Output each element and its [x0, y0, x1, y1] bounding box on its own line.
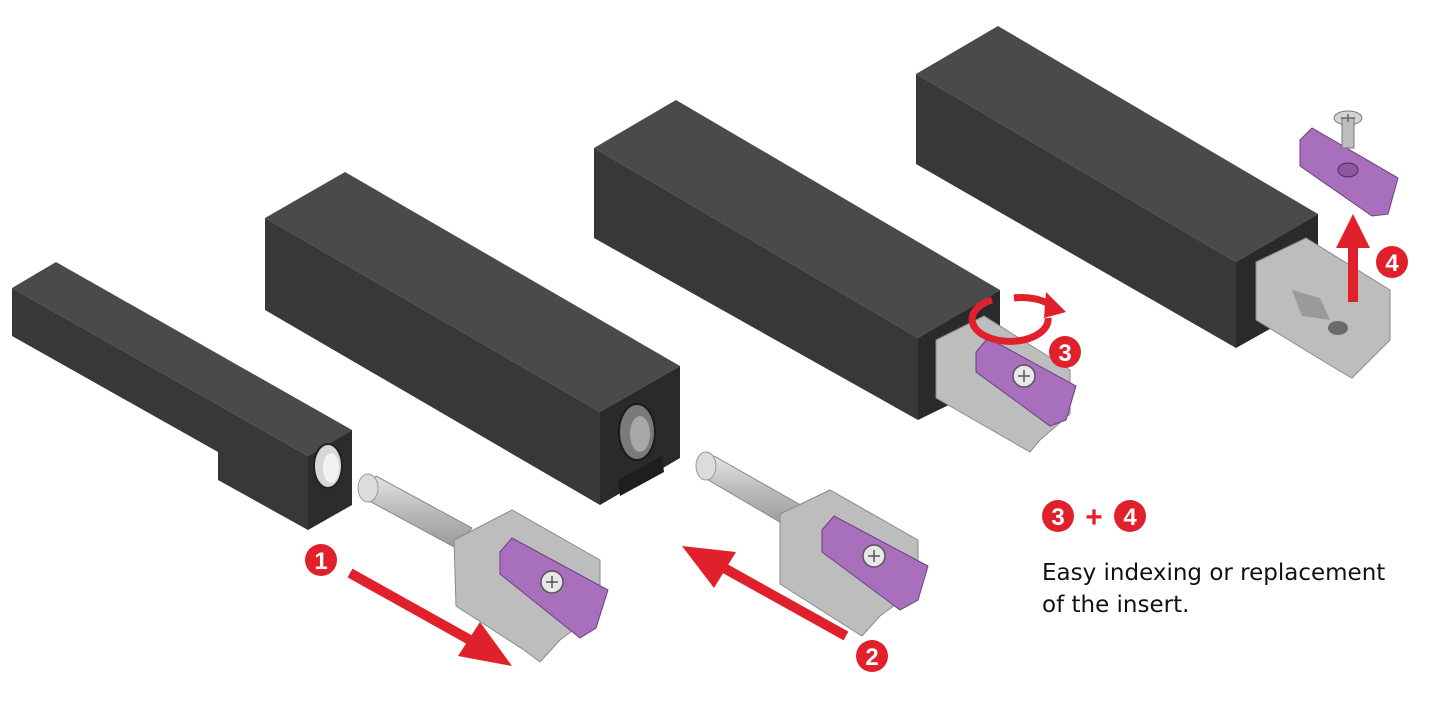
caption: Easy indexing or replacement of the inse… [1042, 557, 1432, 621]
screw-icon [1333, 110, 1363, 149]
svg-text:3: 3 [1058, 340, 1071, 367]
step-badge-2: 2 [856, 640, 888, 672]
step-badge-3: 3 [1049, 336, 1081, 368]
holder-assembled [594, 100, 1077, 453]
combo-plus: + [1085, 501, 1103, 534]
holder-large [265, 172, 680, 505]
caption-line-2: of the insert. [1042, 592, 1190, 618]
svg-text:4: 4 [1385, 250, 1399, 277]
combo-second: 4 [1123, 504, 1137, 531]
rotate-icon [968, 292, 1066, 345]
combo-legend: 3 + 4 [1042, 500, 1146, 534]
arrow-right-icon [347, 568, 512, 666]
arrow-up-icon [1336, 214, 1370, 302]
combo-first: 3 [1051, 504, 1064, 531]
step-badge-4: 4 [1376, 246, 1408, 278]
svg-text:1: 1 [314, 548, 327, 575]
insert-exploded [1299, 127, 1399, 217]
cartridge-b [695, 451, 929, 637]
cartridge-a [357, 473, 609, 663]
svg-text:2: 2 [865, 644, 878, 671]
caption-line-1: Easy indexing or replacement [1042, 560, 1386, 586]
arrow-left-icon [682, 546, 849, 641]
step-badge-1: 1 [305, 544, 337, 576]
holder-small [12, 262, 352, 530]
